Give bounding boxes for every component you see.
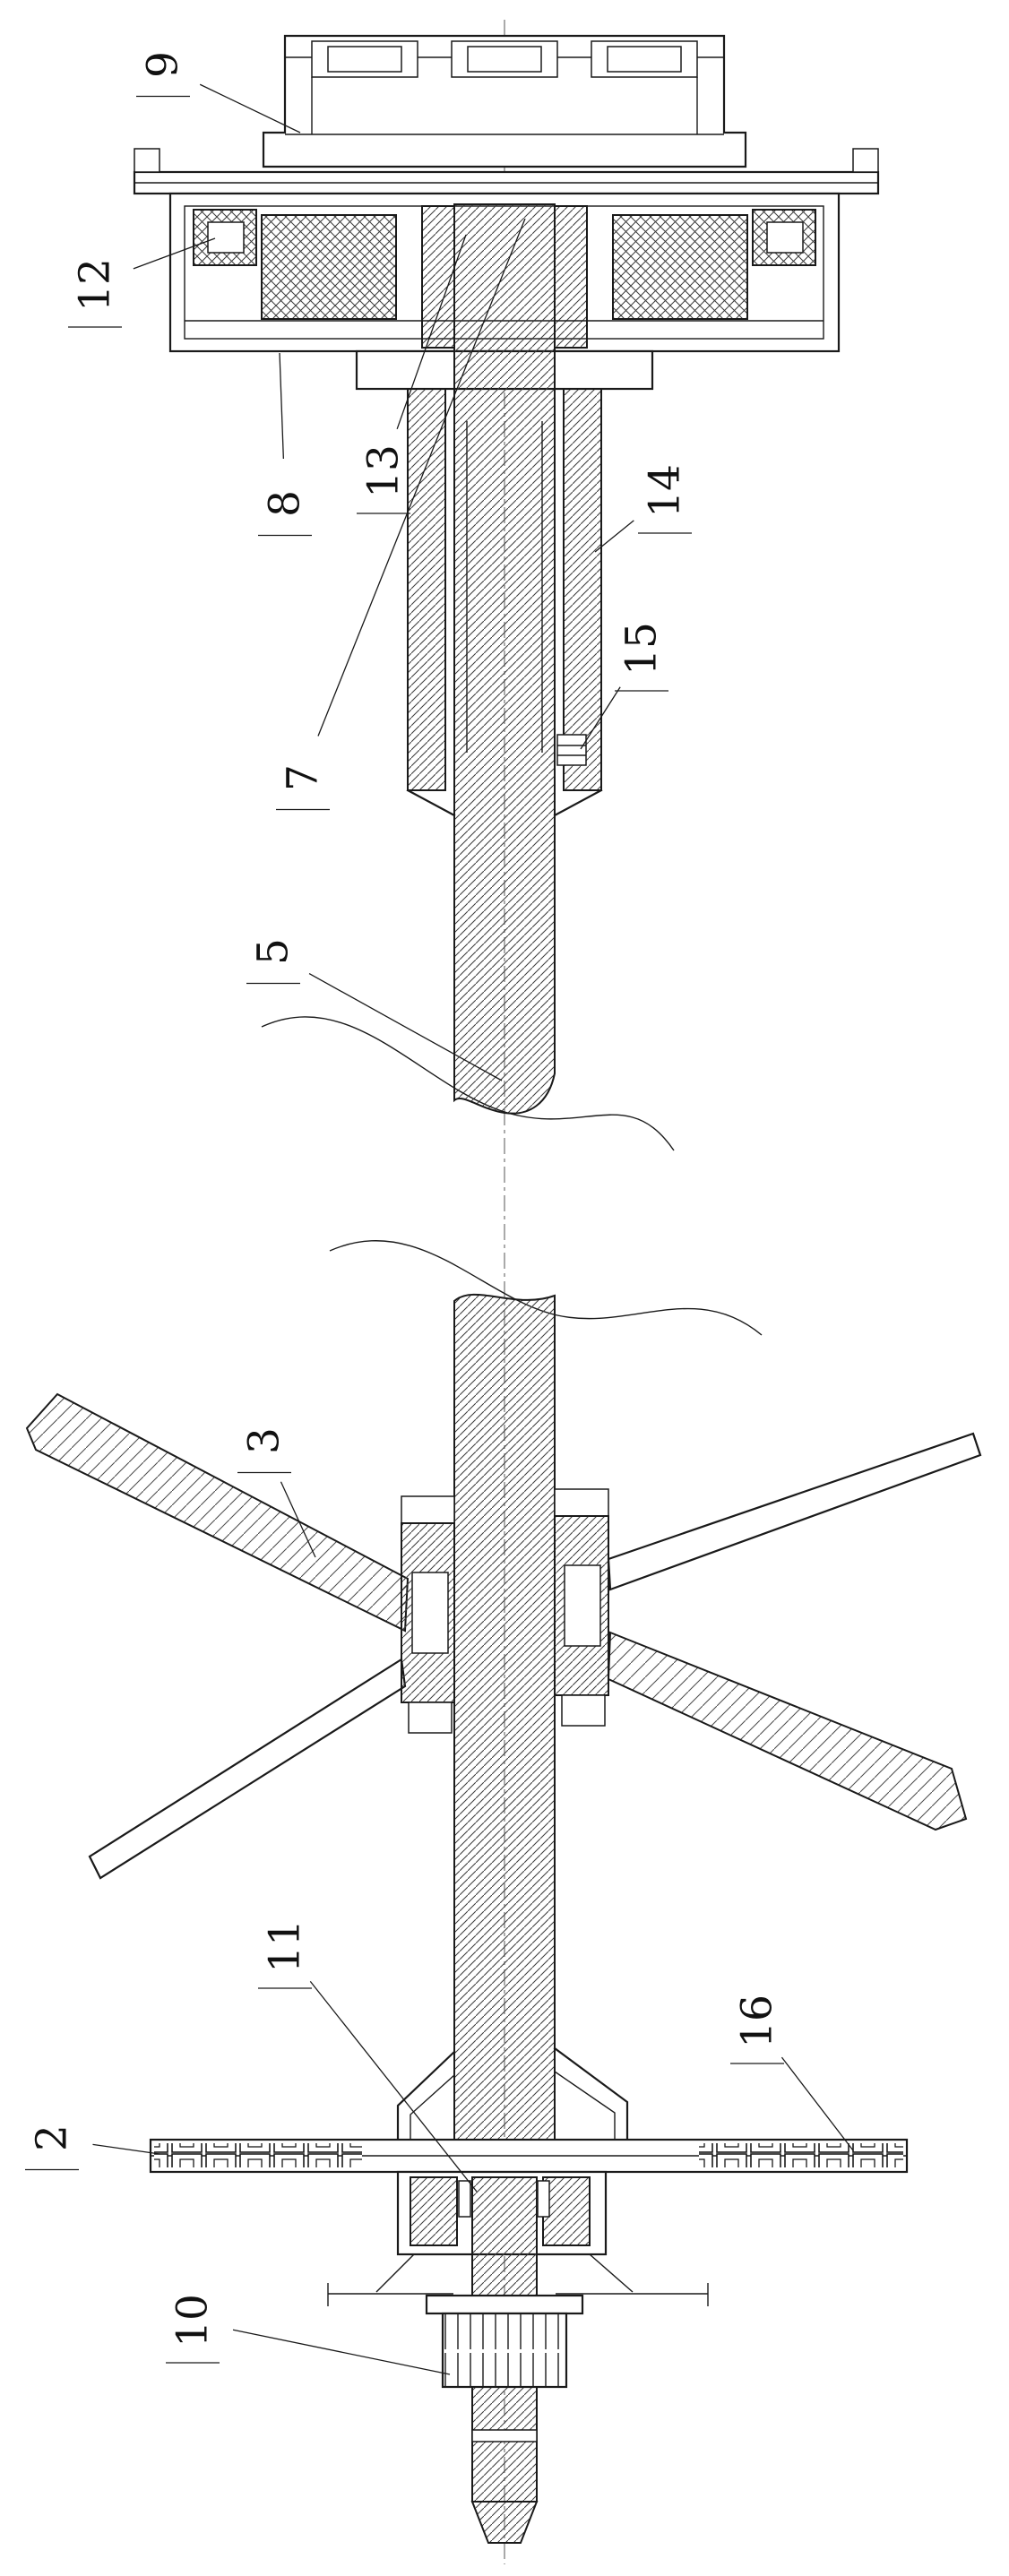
part-number: 11 [261, 1919, 310, 1973]
drive-shaft-lower [453, 1293, 556, 2178]
output-coupling [425, 2176, 584, 2544]
connector-assembly [262, 34, 747, 168]
part-label-14: 14 [594, 464, 692, 553]
part-number: 2 [28, 2124, 77, 2151]
leader-line [232, 2329, 451, 2375]
bolt-row-right [699, 2143, 903, 2167]
part-label-3: 3 [237, 1427, 316, 1558]
tube-wall-left [407, 388, 446, 791]
part-label-11: 11 [258, 1919, 478, 2193]
leader-line [594, 520, 634, 553]
set-screw [556, 734, 587, 766]
stator-right [612, 214, 748, 320]
callout-labels: 9 12 8 13 14 15 7 5 3 11 16 2 10 [25, 51, 854, 2375]
leader-line [133, 237, 216, 270]
part-label-5: 5 [246, 938, 503, 1081]
stator-left [261, 214, 397, 320]
part-number: 10 [168, 2294, 218, 2348]
part-number: 7 [279, 764, 328, 791]
part-number: 14 [641, 464, 690, 518]
hub-nut-left [408, 1702, 453, 1734]
part-label-13: 13 [357, 234, 467, 514]
part-number: 15 [617, 622, 667, 676]
part-label-8: 8 [258, 352, 312, 537]
leader-line [580, 686, 621, 750]
part-number: 3 [240, 1427, 289, 1454]
leader-line [199, 83, 301, 134]
leader-line [279, 352, 285, 460]
part-label-9: 9 [136, 51, 301, 134]
leader-line [780, 2056, 854, 2151]
rotor-sleeve-right [554, 205, 588, 349]
leader-line [308, 973, 503, 1081]
top-flange [133, 148, 880, 195]
leader-line [92, 2143, 160, 2155]
part-label-7: 7 [276, 218, 526, 811]
tube-wall-right [563, 388, 602, 791]
bolt-row-left [154, 2143, 362, 2167]
part-number: 5 [249, 938, 298, 965]
leader-line [280, 1481, 316, 1558]
part-number: 12 [71, 258, 120, 312]
part-number: 13 [359, 444, 409, 498]
rotor-sleeve-left [421, 205, 455, 349]
part-label-15: 15 [580, 622, 668, 750]
part-number: 8 [261, 490, 310, 517]
part-label-10: 10 [166, 2294, 451, 2375]
part-number: 9 [139, 51, 188, 78]
part-label-2: 2 [25, 2124, 160, 2171]
fan-blade-upper-right [607, 1432, 982, 1591]
hub-nut-right [561, 1694, 606, 1727]
shaft-groove [471, 2429, 538, 2442]
fan-assembly [25, 1392, 982, 1880]
part-label-16: 16 [730, 1994, 854, 2151]
part-label-12: 12 [68, 237, 216, 328]
shaft-break [261, 1016, 763, 1336]
leader-line [317, 218, 526, 737]
shaft-tip [470, 2501, 539, 2544]
drive-shaft-upper [453, 203, 556, 1115]
part-number: 16 [733, 1994, 782, 2048]
leader-line [396, 234, 467, 430]
leader-line [309, 1981, 478, 2193]
guide-tube [406, 388, 603, 817]
coupling-sleeve [441, 2312, 568, 2389]
